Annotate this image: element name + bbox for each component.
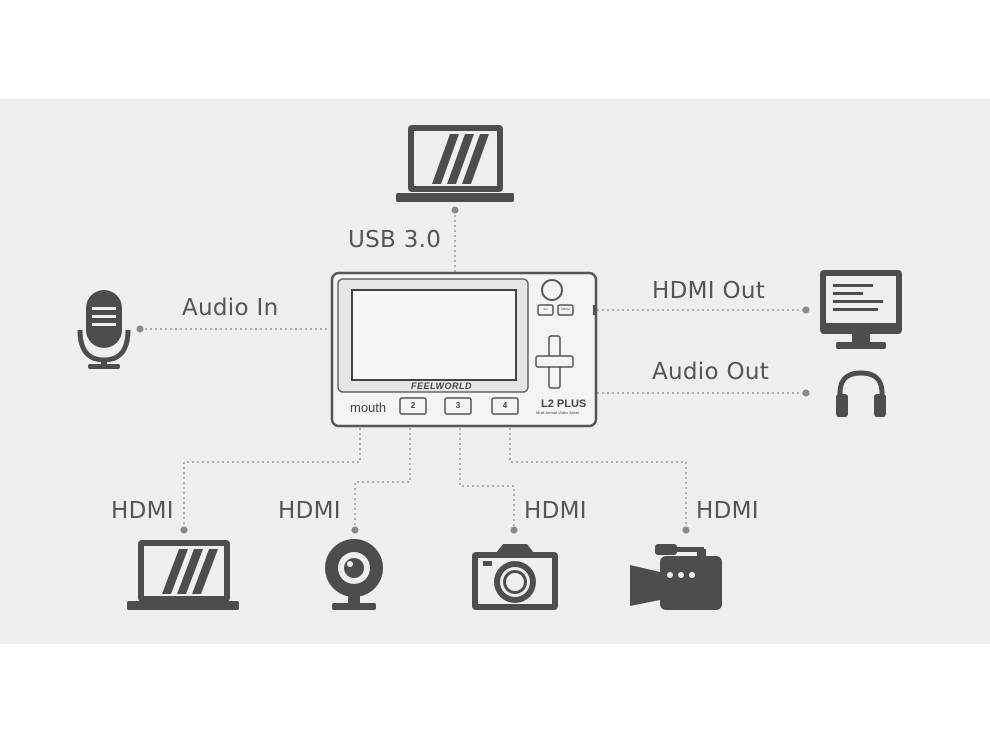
line-input-1	[183, 428, 361, 528]
headphones-icon	[836, 370, 886, 417]
hdmi-out-label: HDMI Out	[652, 278, 766, 304]
camera-icon	[472, 544, 558, 610]
device-model: L2 PLUS	[541, 398, 587, 410]
line-input-4	[509, 428, 687, 528]
device-button-4: 4	[502, 401, 508, 410]
line-input-2	[354, 428, 411, 528]
laptop-icon	[396, 125, 514, 202]
device-button-2: 2	[410, 401, 416, 410]
laptop-input-icon	[127, 540, 239, 610]
monitor-icon	[820, 270, 902, 349]
usb-label: USB 3.0	[348, 227, 442, 253]
hdmi-input-label-4: HDMI	[696, 498, 759, 524]
audio-in-label: Audio In	[182, 295, 279, 321]
device-set-button: Set	[543, 307, 548, 311]
webcam-icon	[325, 539, 383, 610]
hdmi-input-label-1: HDMI	[111, 498, 174, 524]
device-subtitle: Multi-format Video Mixer	[536, 410, 580, 415]
audio-out-label: Audio Out	[652, 359, 770, 385]
video-camera-icon	[630, 544, 722, 610]
device-brand: FEELWORLD	[411, 381, 472, 391]
video-mixer-device	[330, 271, 598, 428]
connection-dots	[136, 206, 810, 534]
hdmi-input-label-3: HDMI	[524, 498, 587, 524]
line-input-3	[459, 428, 515, 528]
device-menu-button: MENU	[561, 307, 570, 311]
connection-lines	[140, 210, 806, 528]
device-button-3: 3	[455, 401, 461, 410]
device-button-1-label: mouth	[350, 400, 387, 415]
hdmi-input-label-2: HDMI	[278, 498, 341, 524]
microphone-icon	[77, 290, 131, 369]
